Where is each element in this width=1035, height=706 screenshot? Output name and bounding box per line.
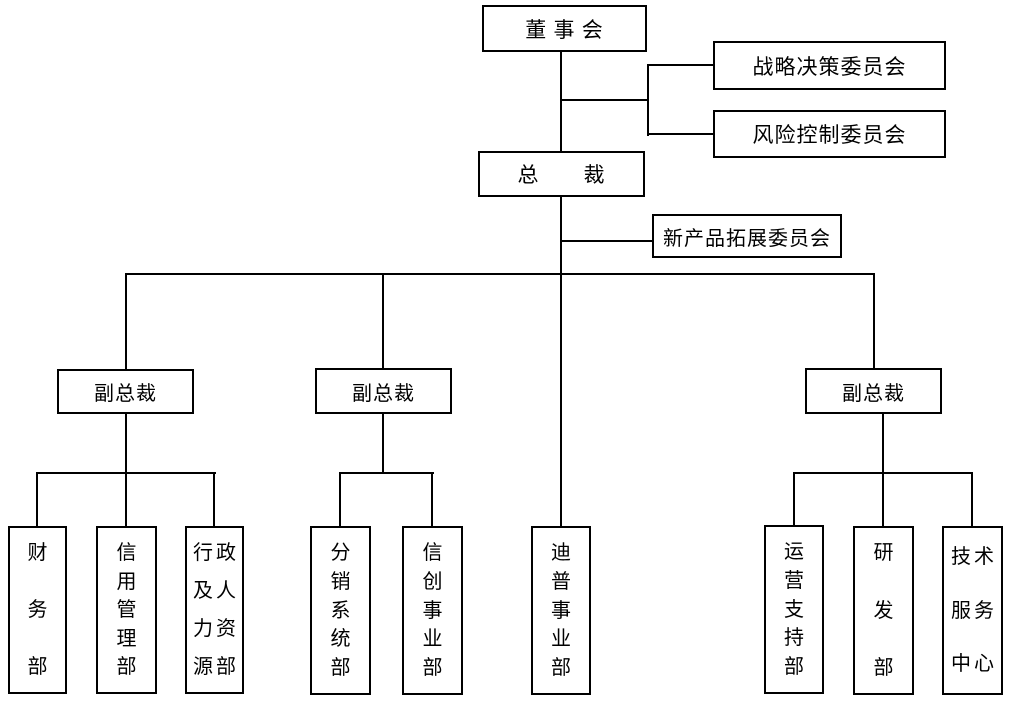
- node-operations-support-dept: 运营支持部: [764, 525, 824, 694]
- vertical-label-line: 事: [551, 599, 574, 622]
- vertical-label-line: 创: [422, 570, 446, 593]
- connector-finance-drop: [36, 472, 38, 527]
- vertical-label-line: 中心: [951, 653, 997, 675]
- vertical-label-line: 财: [27, 542, 51, 564]
- vertical-label-line: 部: [116, 656, 140, 678]
- vertical-label-line: 普: [551, 570, 574, 593]
- node-credit-management-dept: 信用管理部: [96, 526, 157, 694]
- connector-vp-left-credit: [125, 413, 127, 527]
- vertical-label-line: 业: [422, 628, 446, 651]
- node-risk-control-committee: 风险控制委员会: [713, 110, 946, 158]
- vertical-label-line: 研: [873, 542, 897, 564]
- connector-admin-hr-drop: [213, 472, 215, 527]
- vertical-label-line: 服务: [951, 599, 997, 622]
- connector-president-dipu: [560, 197, 562, 527]
- node-vice-president-middle: 副总裁: [315, 368, 452, 414]
- connector-main-rail: [125, 273, 875, 275]
- vertical-label-line: 理: [116, 627, 140, 650]
- vertical-label-line: 用: [116, 570, 140, 593]
- node-dipu-business-dept: 迪普事业部: [531, 526, 591, 695]
- connector-rail-vp-middle: [382, 273, 384, 368]
- connector-tech-service-drop: [971, 472, 973, 527]
- vertical-label-line: 技术: [951, 546, 997, 568]
- vertical-label-line: 及人: [193, 580, 239, 602]
- vertical-label-line: 运: [784, 541, 807, 563]
- vertical-label-line: 部: [422, 657, 446, 679]
- vertical-label-line: 行政: [193, 542, 239, 564]
- connector-vp-left-rail: [36, 472, 216, 474]
- vertical-label-line: 事: [422, 599, 446, 622]
- vertical-label-line: 管: [116, 599, 140, 621]
- node-strategic-decision-committee: 战略决策委员会: [713, 41, 946, 90]
- vertical-label-line: 部: [27, 656, 51, 678]
- connector-committees-bracket: [647, 64, 649, 136]
- connector-distribution-drop: [339, 472, 341, 527]
- vertical-label-line: 信: [422, 542, 446, 564]
- vertical-label-line: 分: [330, 542, 354, 564]
- node-admin-hr-dept: 行政及人力资源部: [185, 526, 244, 694]
- node-vice-president-right: 副总裁: [805, 368, 942, 414]
- vertical-label-line: 力资: [193, 618, 239, 640]
- connector-vp-right-rnd: [882, 413, 884, 527]
- connector-rail-vp-left: [125, 273, 127, 369]
- vertical-label-line: 系: [330, 599, 354, 622]
- node-finance-dept: 财务部: [8, 526, 67, 694]
- vertical-label-line: 部: [551, 657, 574, 679]
- vertical-label-line: 部: [873, 657, 897, 679]
- vertical-label-line: 营: [784, 569, 807, 592]
- connector-new-product-committee: [561, 240, 652, 242]
- connector-vp-middle-drop: [382, 413, 384, 474]
- node-president: 总 裁: [478, 151, 645, 197]
- vertical-label-line: 务: [27, 599, 51, 621]
- node-rnd-dept: 研发部: [853, 526, 914, 695]
- vertical-label-line: 部: [330, 657, 354, 679]
- connector-operations-drop: [793, 472, 795, 527]
- connector-strategic-committee: [647, 64, 713, 66]
- node-vice-president-left: 副总裁: [57, 369, 194, 414]
- node-board-of-directors: 董 事 会: [482, 5, 647, 52]
- vertical-label-line: 源部: [193, 656, 239, 678]
- connector-vp-middle-rail: [339, 472, 434, 474]
- vertical-label-line: 信: [116, 542, 140, 564]
- vertical-label-line: 部: [784, 656, 807, 678]
- vertical-label-line: 业: [551, 628, 574, 651]
- node-distribution-system-dept: 分销系统部: [310, 526, 371, 695]
- connector-rail-vp-right: [873, 273, 875, 368]
- connector-xinchuang-drop: [431, 472, 433, 527]
- node-new-product-development-committee: 新产品拓展委员会: [652, 214, 842, 258]
- connector-risk-committee: [647, 133, 713, 135]
- node-tech-service-center: 技术服务中心: [942, 526, 1003, 695]
- vertical-label-line: 持: [784, 627, 807, 650]
- vertical-label-line: 统: [330, 628, 354, 651]
- connector-board-president: [560, 52, 562, 152]
- vertical-label-line: 支: [784, 598, 807, 621]
- connector-board-committees-stub: [561, 99, 649, 101]
- vertical-label-line: 迪: [551, 542, 574, 564]
- vertical-label-line: 销: [330, 570, 354, 593]
- connector-vp-right-rail: [793, 472, 973, 474]
- node-xinchuang-business-dept: 信创事业部: [402, 526, 463, 695]
- vertical-label-line: 发: [873, 599, 897, 622]
